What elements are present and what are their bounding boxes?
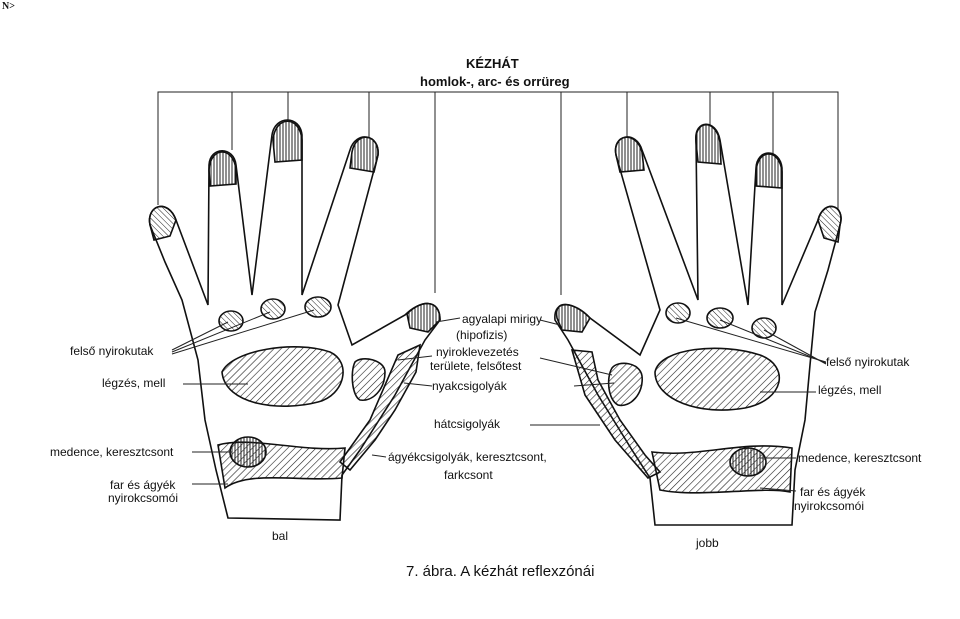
label-pituitary-2: (hipofizis) — [456, 328, 508, 342]
right-chest-zone — [654, 347, 781, 411]
label-lumbar-1: ágyékcsigolyák, keresztcsont, — [388, 450, 547, 464]
label-cervical: nyakcsigolyák — [432, 379, 507, 393]
left-label-upper-lymph: felső nyirokutak — [70, 344, 154, 358]
left-label-breathing: légzés, mell — [102, 376, 166, 390]
left-label-hip-lymph-2: nyirokcsomói — [108, 491, 179, 505]
left-hand — [148, 119, 441, 521]
left-chest-zone — [221, 346, 344, 407]
label-lumbar-2: farkcsont — [444, 468, 493, 482]
right-hand-name: jobb — [696, 536, 719, 550]
diagram-title: KÉZHÁT — [466, 56, 519, 71]
top-leader-lines — [157, 91, 839, 295]
right-pelvis-band — [650, 445, 793, 494]
right-label-hip-lymph-2: nyirokcsomói — [794, 499, 865, 513]
corner-mark: N> — [2, 1, 15, 12]
right-label-hip-lymph-1: far és ágyék — [800, 485, 866, 499]
figure-caption: 7. ábra. A kézhát reflexzónái — [406, 563, 595, 580]
right-label-breathing: légzés, mell — [818, 383, 882, 397]
label-pituitary-1: agyalapi mirigy — [462, 312, 543, 326]
right-label-upper-lymph: felső nyirokutak — [826, 355, 910, 369]
left-label-pelvis: medence, keresztcsont — [50, 445, 174, 459]
label-thoracic: hátcsigolyák — [434, 417, 501, 431]
left-hand-name: bal — [272, 529, 289, 543]
label-leader-lines — [171, 309, 827, 492]
diagram-subtitle: homlok-, arc- és orrüreg — [420, 74, 570, 89]
label-lymph-drain-1: nyiroklevezetés — [436, 345, 519, 359]
left-label-hip-lymph-1: far és ágyék — [110, 478, 176, 492]
label-lymph-drain-2: területe, felsőtest — [430, 359, 522, 373]
right-label-pelvis: medence, keresztcsont — [798, 451, 922, 465]
